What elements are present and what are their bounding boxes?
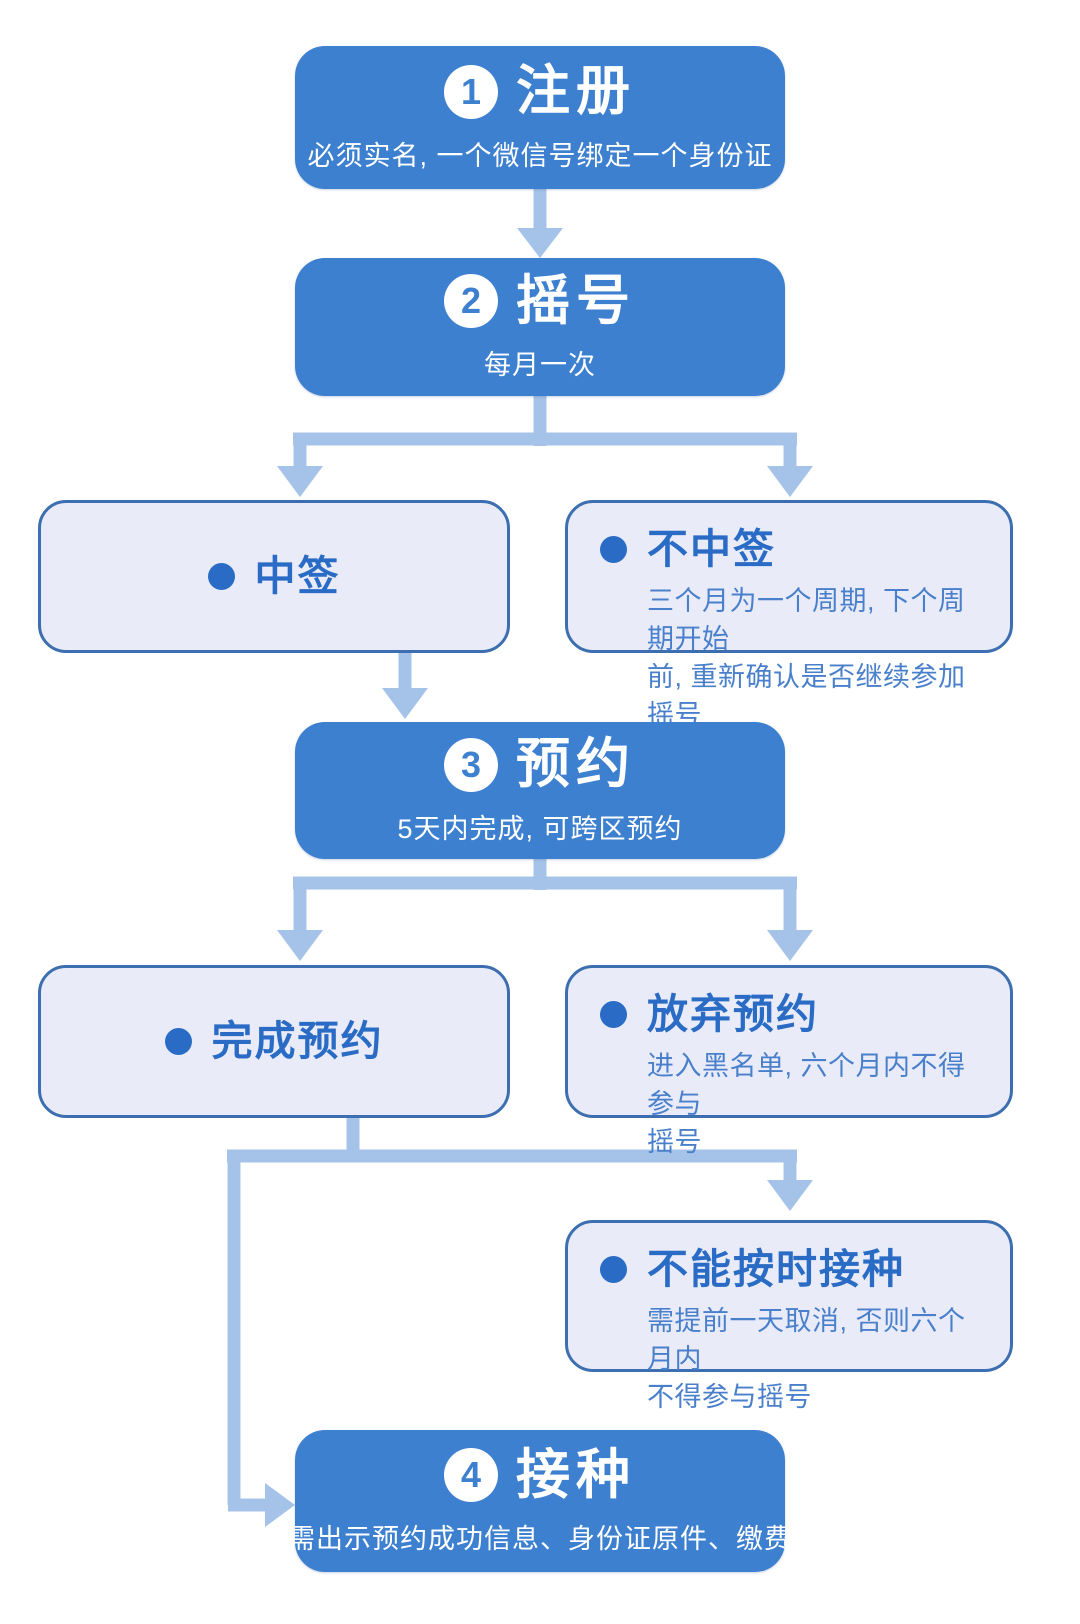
node-lottery-subtitle: 每月一次 [484,350,596,381]
bullet-icon [600,536,627,564]
node-complete: 完成预约 [38,965,510,1118]
node-miss-title-row: 不能按时接种 [600,1246,986,1292]
node-win: 中签 [38,500,510,653]
node-lose-title: 不中签 [647,526,776,572]
node-miss: 不能按时接种 需提前一天取消, 否则六个月内 不得参与摇号 [565,1220,1013,1412]
node-lottery-title: 摇号 [516,270,636,331]
bullet-icon [600,1001,627,1029]
node-lose: 不中签 三个月为一个周期, 下个周期开始 前, 重新确认是否继续参加摇号 [565,500,1013,730]
step-4-number-badge: 4 [444,1448,498,1503]
node-reserve-title-row: 3 预约 [444,734,636,795]
node-abandon-title: 放弃预约 [647,991,819,1037]
node-register: 1 注册 必须实名, 一个微信号绑定一个身份证 [295,46,785,189]
node-vaccinate-title-row: 4 接种 [444,1444,636,1505]
node-win-title-row: 中签 [207,552,341,599]
step-2-number-badge: 2 [444,274,498,329]
node-reserve-title: 预约 [516,734,636,795]
node-win-title: 中签 [254,552,341,599]
node-reserve-subtitle: 5天内完成, 可跨区预约 [397,813,683,844]
node-vaccinate: 4 接种 需出示预约成功信息、身份证原件、缴费 [288,1430,791,1572]
node-abandon-subtitle: 进入黑名单, 六个月内不得参与 摇号 [647,1051,966,1158]
step-1-number-badge: 1 [444,64,498,119]
node-vaccinate-subtitle: 需出示预约成功信息、身份证原件、缴费 [288,1524,792,1555]
connector-lottery-branch [277,396,813,497]
node-register-subtitle: 必须实名, 一个微信号绑定一个身份证 [307,140,773,171]
connector-complete-branch [227,1118,813,1527]
node-reserve: 3 预约 5天内完成, 可跨区预约 [295,722,785,859]
bullet-icon [207,563,235,590]
node-lottery: 2 摇号 每月一次 [295,258,785,396]
node-complete-title: 完成预约 [211,1017,384,1064]
node-abandon: 放弃预约 进入黑名单, 六个月内不得参与 摇号 [565,965,1013,1157]
node-register-title-row: 1 注册 [444,61,636,122]
connector-win-to-reserve [382,653,428,719]
node-vaccinate-title: 接种 [516,1444,636,1505]
connector-reserve-branch [277,859,813,961]
connector-register-to-lottery [517,189,563,258]
node-miss-title: 不能按时接种 [647,1246,905,1292]
node-miss-subtitle: 需提前一天取消, 否则六个月内 不得参与摇号 [647,1306,966,1413]
node-register-title: 注册 [516,61,636,122]
node-abandon-title-row: 放弃预约 [600,991,986,1037]
bullet-icon [164,1028,192,1055]
node-lose-subtitle: 三个月为一个周期, 下个周期开始 前, 重新确认是否继续参加摇号 [647,586,966,731]
node-lottery-title-row: 2 摇号 [444,270,636,331]
node-complete-title-row: 完成预约 [164,1017,384,1064]
bullet-icon [600,1256,627,1284]
step-3-number-badge: 3 [444,737,498,792]
node-lose-title-row: 不中签 [600,526,986,572]
